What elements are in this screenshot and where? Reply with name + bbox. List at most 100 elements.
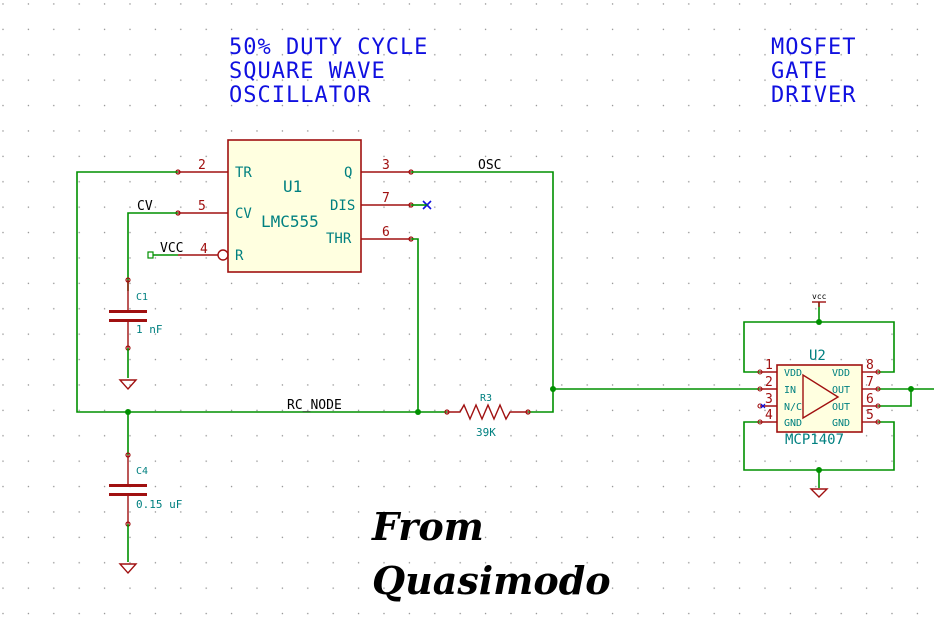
u2-pin-2-end [757,386,763,392]
u2-pin-4-end [757,419,763,425]
u2-pin-2-number: 2 [765,375,773,390]
wire-cv [127,212,178,291]
u2-reference: U2 [809,348,826,364]
u2-pin-out-a-label: OUT [832,385,850,396]
driver-note-line-3: DRIVER [771,83,856,108]
junctions [125,319,914,473]
u1-reference: U1 [283,177,302,196]
vcc-small-label: vcc [812,292,827,301]
u1-body [227,139,362,273]
u2-pin-3-end [757,403,763,409]
u2-pin-5-number: 5 [866,408,874,423]
no-connect-flag [411,200,432,210]
wire-threshold [411,238,419,412]
u1-pin-5-number: 5 [198,199,206,214]
ground-icon [118,563,138,575]
c1-reference: C1 [136,292,148,303]
u2-pin-gnd-right-label: GND [832,418,850,429]
r3-zigzag [447,403,528,421]
u1-timer-ic[interactable]: 2 5 4 3 7 6 TR CV R Q DIS THR U1 LMC555 [175,139,414,273]
oscillator-note-line-2: SQUARE WAVE [229,59,386,84]
c4-plate-bottom [109,493,147,496]
u2-body [776,364,863,433]
r3-value: 39K [476,426,496,439]
driver-note-line-1: MOSFET [771,35,856,60]
c4-value: 0.15 uF [136,498,182,511]
u1-pin-r-label: R [235,248,244,264]
u1-pin-thr-label: THR [326,231,352,247]
u1-pin-7-number: 7 [382,191,390,206]
junction-out [908,386,914,392]
u2-pin-out-b-label: OUT [832,402,850,413]
u1-pin-q-label: Q [344,165,352,181]
u2-pin-in-label: IN [784,385,796,396]
junction-osc [550,386,556,392]
signature: From Quasimodo [371,504,611,603]
ground-icon [809,488,829,498]
net-label-osc: OSC [478,158,501,173]
capacitor-c1[interactable]: C1 1 nF [109,277,163,351]
u2-pin-vdd-left-label: VDD [784,368,802,379]
r3-reference: R3 [480,393,492,404]
u2-pin-4-number: 4 [765,408,773,423]
c4-reference: C4 [136,466,148,477]
wire-u2-out-tie [878,389,912,407]
c4-plate-top [109,484,147,487]
u2-pin-vdd-right-label: VDD [832,368,850,379]
signature-line-1: From [371,504,484,549]
net-label-rc-node: RC_NODE [287,398,342,413]
c1-plate-bottom [109,319,147,322]
u2-pin-nc-label: N/C [784,402,802,413]
u2-pin-1-number: 1 [765,358,773,373]
ground-icon [118,379,138,391]
vcc-flag: VCC [147,241,183,259]
u1-pin-tr-label: TR [235,165,252,181]
wires [76,171,934,488]
u1-value: LMC555 [261,212,319,231]
oscillator-note-line-3: OSCILLATOR [229,83,371,108]
u1-reset-inversion-bubble [217,249,229,261]
oscillator-note-line-1: 50% DUTY CYCLE [229,35,428,60]
buffer-triangle-icon [802,373,840,420]
u2-pin-5-end [875,419,881,425]
wire-trigger [76,171,178,413]
u1-pin-4-number: 4 [200,242,208,257]
u2-pin-1-end [757,369,763,375]
u2-pin-3-number: 3 [765,392,773,407]
u2-gate-driver-ic[interactable]: 1 2 3 4 8 7 6 5 VDD IN N/C GND VDD OUT O… [757,348,881,448]
u1-pin-6-number: 6 [382,225,390,240]
u2-pin-7-number: 7 [866,375,874,390]
u2-value: MCP1407 [785,432,844,448]
u1-pin-3-number: 3 [382,158,390,173]
u2-pin-6-end [875,403,881,409]
u2-pin-gnd-left-label: GND [784,418,802,429]
u2-pin-8-end [875,369,881,375]
u1-pin-dis-label: DIS [330,198,355,214]
c1-value: 1 nF [136,323,163,336]
u2-pin-7-end [875,386,881,392]
c1-pin-top [125,277,131,283]
u1-pin-cv-label: CV [235,206,252,222]
u1-pin-2-number: 2 [198,158,206,173]
r3-pin-right [525,409,531,415]
net-label-cv: CV [137,199,153,214]
u2-pin-6-number: 6 [866,392,874,407]
resistor-r3[interactable]: R3 39K [444,393,531,439]
c4-pin-top [125,452,131,458]
capacitor-c4[interactable]: C4 0.15 uF [109,452,182,527]
vcc-power-symbol: vcc [812,292,827,307]
driver-note-line-2: GATE [771,59,828,84]
vcc-label: VCC [160,241,183,256]
junction-gnd [816,467,822,473]
junction-rc-node [415,409,421,415]
wire-osc [411,171,554,413]
junction-c4 [125,409,131,415]
oscillator-note: 50% DUTY CYCLE SQUARE WAVE OSCILLATOR [229,35,428,108]
u2-pin-8-number: 8 [866,358,874,373]
c1-plate-top [109,310,147,313]
junction-vdd [816,319,822,325]
driver-note: MOSFET GATE DRIVER [771,35,856,108]
signature-line-2: Quasimodo [372,558,611,603]
